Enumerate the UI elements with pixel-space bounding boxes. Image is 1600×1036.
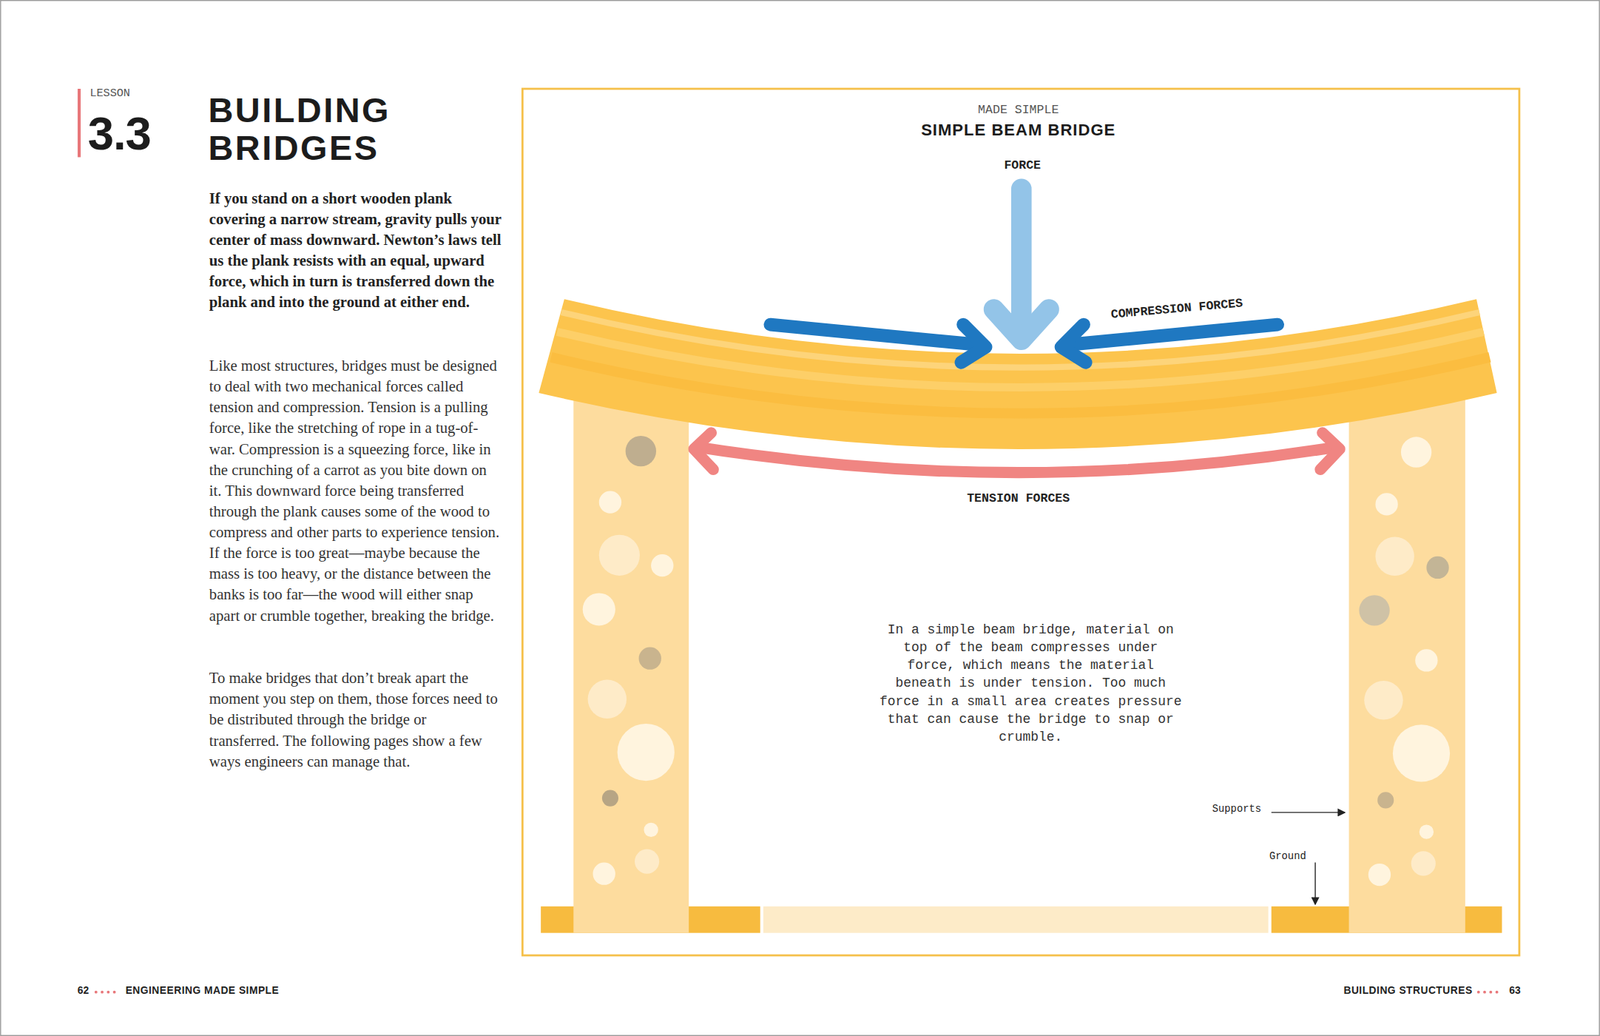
lesson-bar [77, 88, 81, 157]
force-arrow [994, 188, 1049, 340]
tension-arrow [693, 432, 1340, 473]
page-number: 63 [1509, 984, 1521, 998]
page-number: 62 [77, 984, 89, 998]
callout-label: Supports [1212, 803, 1262, 816]
force-label: FORCE [1003, 158, 1041, 174]
diagram-caption: In a simple beam bridge, material on top… [877, 620, 1184, 746]
diagram-kicker: MADE SIMPLE [977, 102, 1059, 118]
support-pillar [1349, 397, 1466, 933]
diagram-frame [522, 88, 1520, 955]
running-footer: BUILDING STRUCTURES [1343, 984, 1473, 998]
lesson-title: BUILDING BRIDGES [207, 91, 453, 167]
callout-label: Ground [1269, 850, 1307, 864]
diagram-heading: SIMPLE BEAM BRIDGE [920, 120, 1116, 140]
intro-paragraph: If you stand on a short wooden plank cov… [209, 187, 506, 313]
body-paragraph: Like most structures, bridges must be de… [209, 355, 501, 626]
footer-dots [94, 990, 1499, 994]
beam [538, 298, 1497, 450]
compression-label: COMPRESSION FORCES [1110, 296, 1244, 323]
tension-label: TENSION FORCES [966, 491, 1070, 506]
stream-strip [763, 906, 1269, 933]
running-footer: ENGINEERING MADE SIMPLE [125, 984, 280, 998]
pillar-texture [582, 435, 1450, 886]
leader-line [1314, 862, 1316, 905]
leader-line [1271, 811, 1345, 813]
lesson-tag: LESSON [89, 86, 131, 100]
compression-arrow [770, 324, 1279, 363]
support-pillar [573, 397, 689, 933]
lesson-number: 3.3 [88, 105, 151, 162]
body-paragraph: To make bridges that don’t break apart t… [209, 667, 501, 772]
